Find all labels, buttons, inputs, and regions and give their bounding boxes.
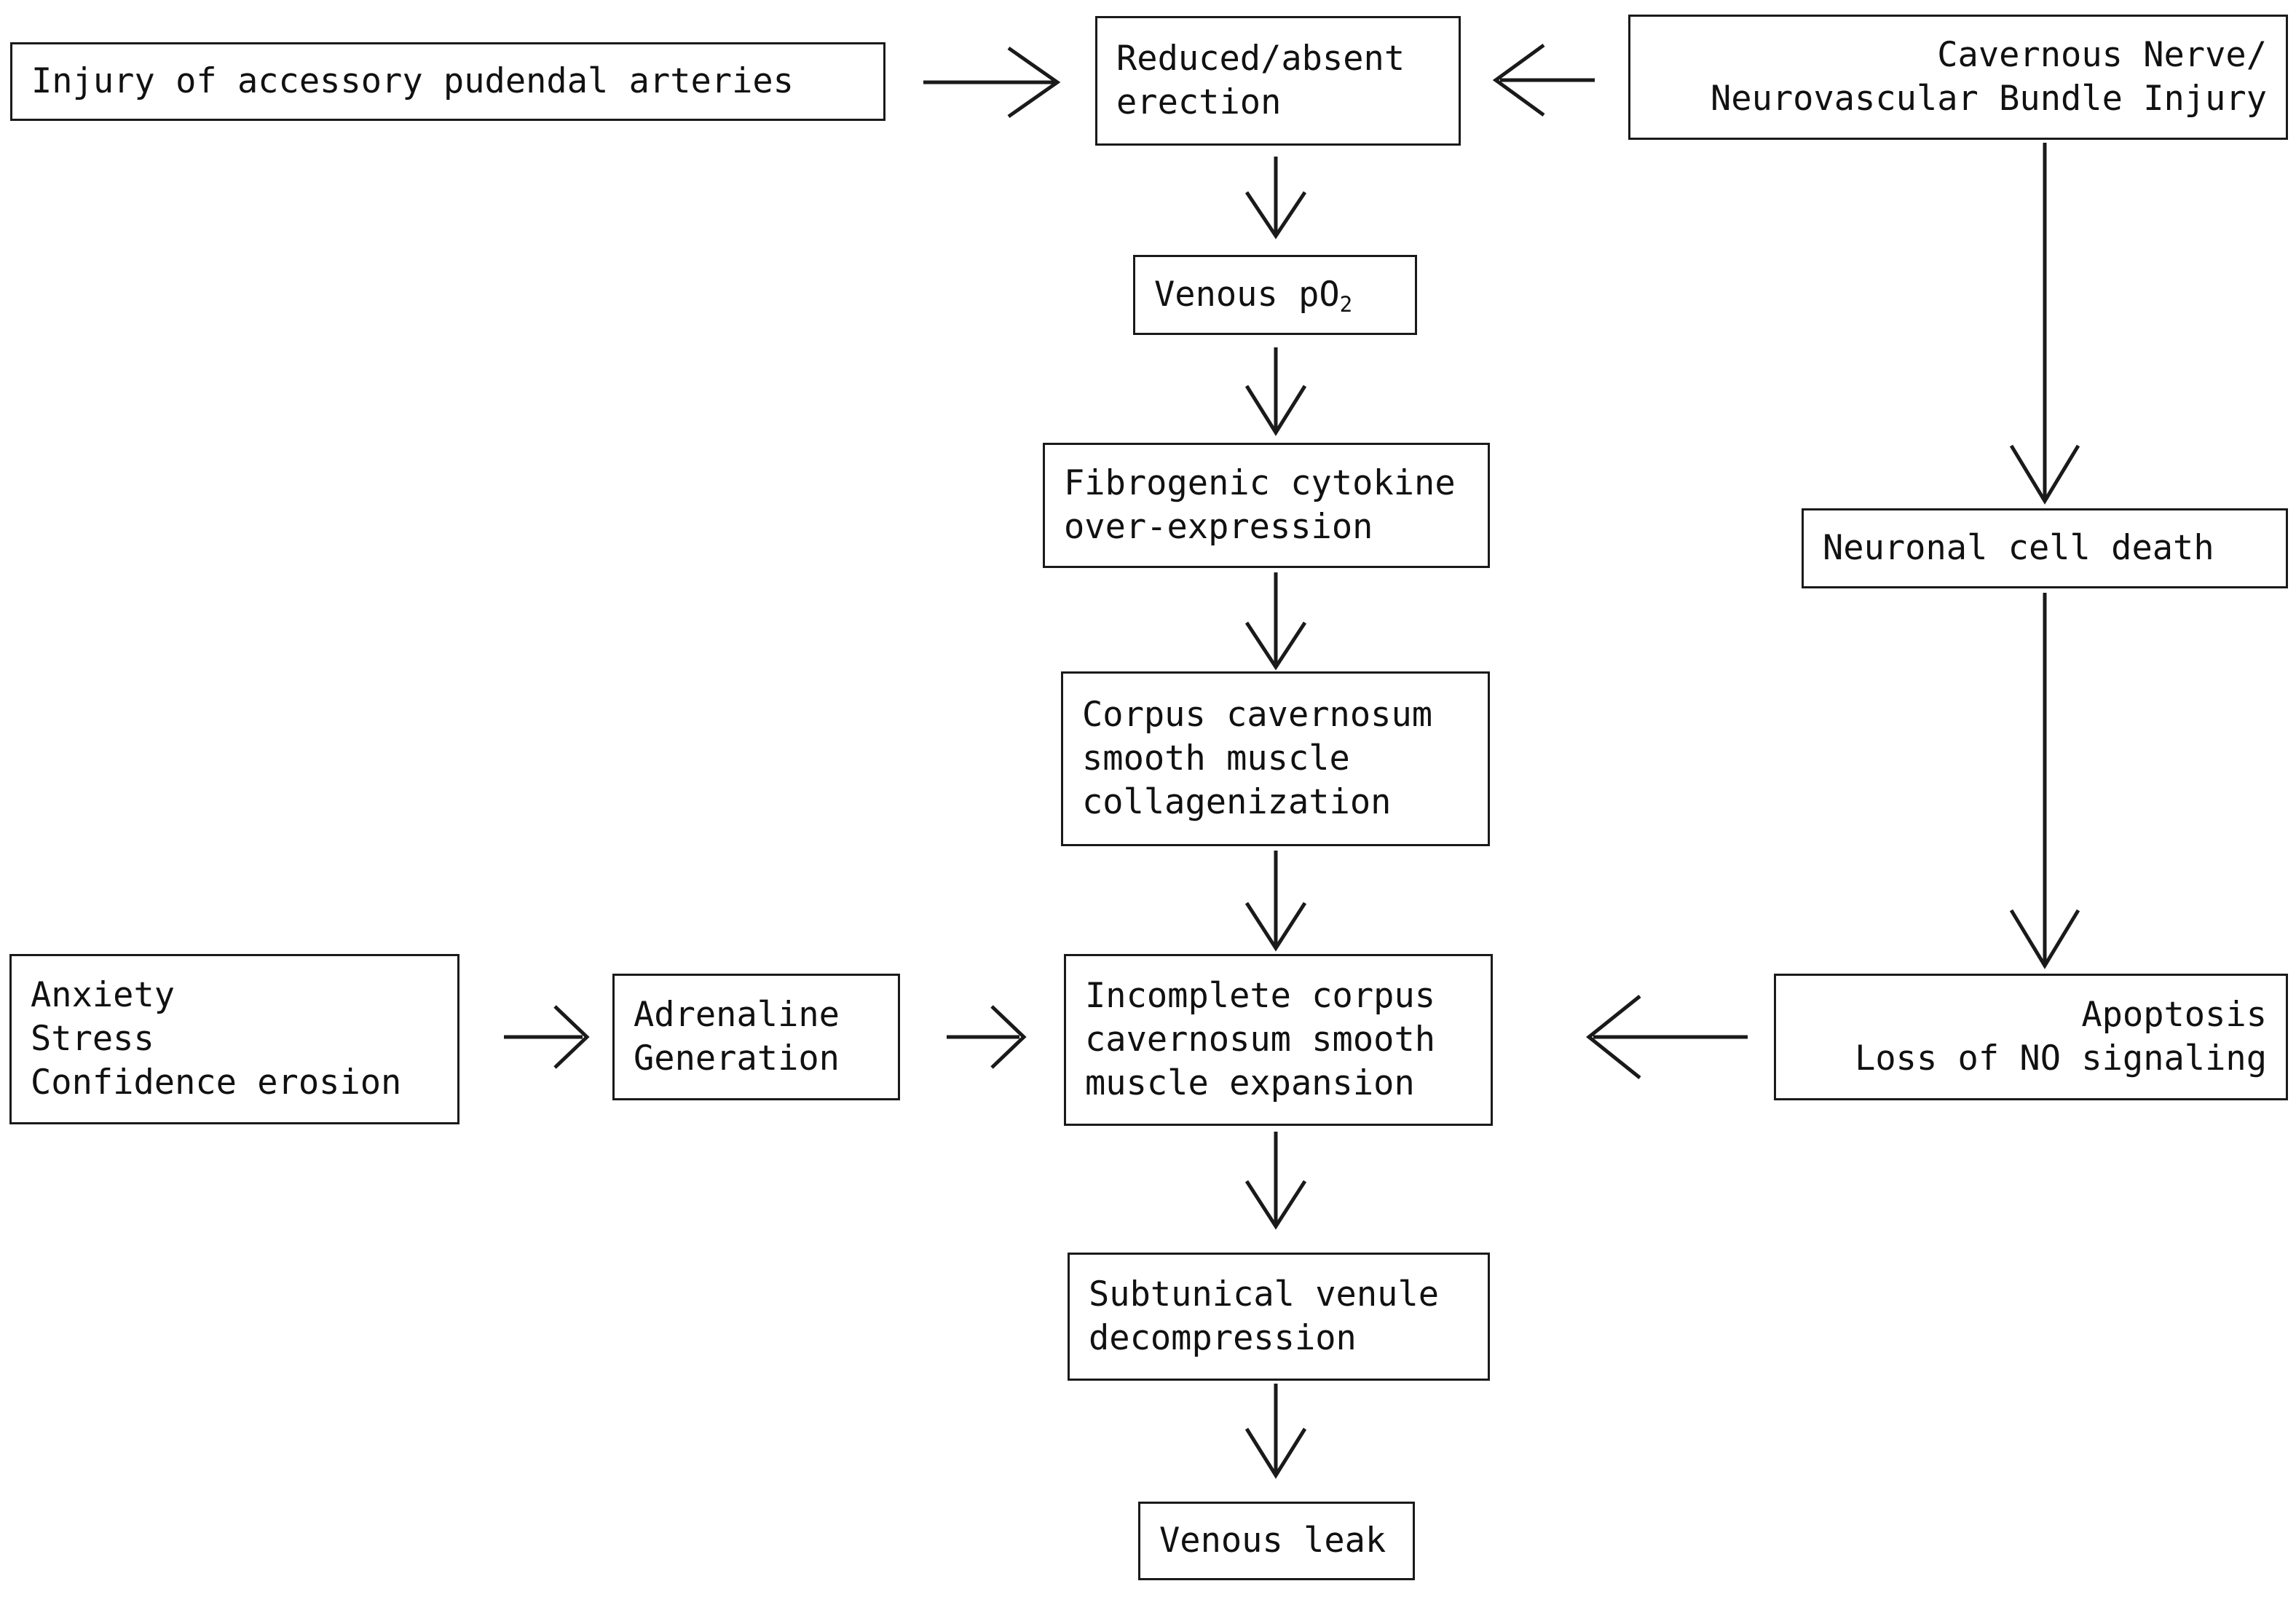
node-label: Apoptosis Loss of NO signaling xyxy=(1855,994,2267,1079)
node-label: Cavernous Nerve/ Neurovascular Bundle In… xyxy=(1710,34,2267,119)
edge-neuronal-cell-death-to-apoptosis xyxy=(2009,593,2080,969)
edge-cavernous-nerve-to-neuronal-cell-death xyxy=(2009,143,2080,505)
node-venous-leak[interactable]: Venous leak xyxy=(1138,1502,1415,1580)
node-label: Venous pO2 xyxy=(1135,273,1371,317)
edge-subtunical-to-venous-leak xyxy=(1244,1384,1307,1479)
edge-anxiety-to-adrenaline xyxy=(504,1005,590,1069)
node-label: Anxiety Stress Confidence erosion xyxy=(31,974,402,1103)
edge-incomplete-corpus-to-subtunical xyxy=(1244,1132,1307,1230)
edge-venous-po2-to-fibrogenic xyxy=(1244,347,1307,436)
node-venous-po2[interactable]: Venous pO2 xyxy=(1133,255,1417,335)
edge-reduced-erection-to-venous-po2 xyxy=(1244,157,1307,240)
node-label: Subtunical venule decompression xyxy=(1089,1274,1440,1358)
node-anxiety-stress-confidence[interactable]: Anxiety Stress Confidence erosion xyxy=(9,954,459,1124)
node-fibrogenic-cytokine-over-expression[interactable]: Fibrogenic cytokine over-expression xyxy=(1043,443,1490,568)
node-label: Injury of accessory pudendal arteries xyxy=(31,60,794,101)
node-corpus-cavernosum-collagenization[interactable]: Corpus cavernosum smooth muscle collagen… xyxy=(1061,671,1490,846)
node-label: Adrenaline Generation xyxy=(634,994,840,1079)
edge-corpus-cavernosum-to-incomplete-corpus xyxy=(1244,851,1307,952)
subscript-2: 2 xyxy=(1339,292,1353,318)
edge-apoptosis-to-incomplete-corpus xyxy=(1585,995,1748,1079)
node-label: Fibrogenic cytokine over-expression xyxy=(1064,462,1456,547)
node-label: Corpus cavernosum smooth muscle collagen… xyxy=(1082,694,1433,823)
node-injury-accessory-pudendal-arteries[interactable]: Injury of accessory pudendal arteries xyxy=(10,42,885,121)
node-subtunical-venule-decompression[interactable]: Subtunical venule decompression xyxy=(1068,1253,1490,1381)
node-label: Incomplete corpus cavernosum smooth musc… xyxy=(1085,975,1436,1104)
node-adrenaline-generation[interactable]: Adrenaline Generation xyxy=(612,974,900,1100)
edge-adrenaline-to-incomplete-corpus xyxy=(947,1005,1027,1069)
edge-fibrogenic-to-corpus-cavernosum xyxy=(1244,572,1307,671)
node-label-main: Venous pO xyxy=(1154,274,1340,315)
node-apoptosis-loss-no-signaling[interactable]: Apoptosis Loss of NO signaling xyxy=(1774,974,2288,1100)
node-label: Reduced/absent erection xyxy=(1116,38,1405,122)
edge-cavernous-nerve-to-reduced-erection xyxy=(1492,43,1595,117)
node-reduced-absent-erection[interactable]: Reduced/absent erection xyxy=(1095,16,1461,146)
edge-injury-to-reduced-erection xyxy=(923,46,1061,119)
node-cavernous-nerve-injury[interactable]: Cavernous Nerve/ Neurovascular Bundle In… xyxy=(1628,15,2288,140)
node-neuronal-cell-death[interactable]: Neuronal cell death xyxy=(1802,508,2288,588)
node-label: Neuronal cell death xyxy=(1823,527,2214,568)
node-incomplete-corpus-cavernosum-expansion[interactable]: Incomplete corpus cavernosum smooth musc… xyxy=(1064,954,1493,1126)
node-label: Venous leak xyxy=(1159,1520,1386,1561)
